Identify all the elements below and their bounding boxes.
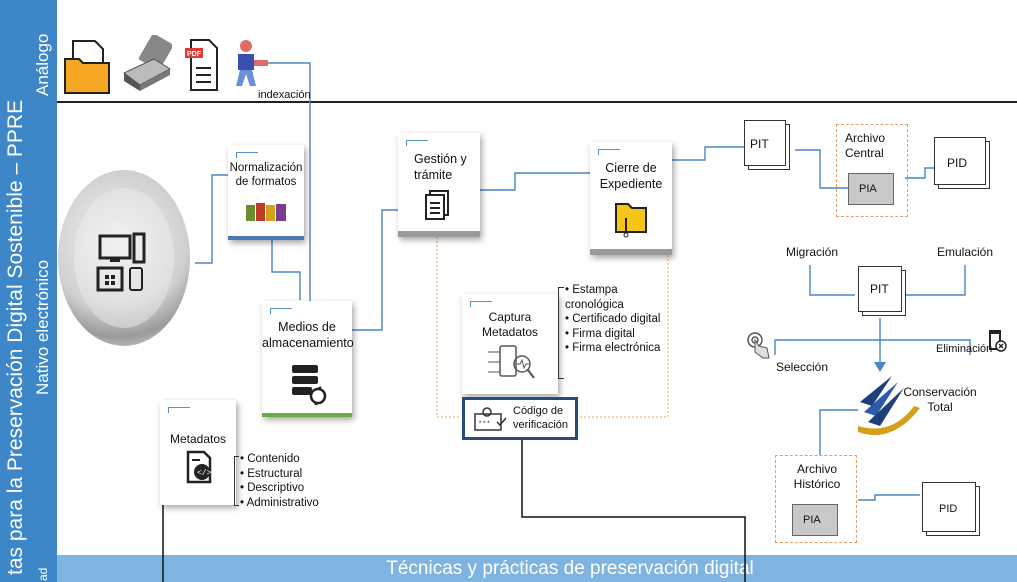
svg-text:***: ***: [478, 421, 491, 429]
pdf-icon: PDF: [183, 38, 219, 93]
pid-label: PID: [947, 156, 968, 170]
pia-label-central: PIA: [859, 183, 877, 195]
bottom-bar-title: Técnicas y prácticas de preservación dig…: [386, 558, 754, 579]
pit-doc: PIT: [744, 120, 786, 166]
management-card: Gestión y trámite: [398, 133, 480, 237]
metadata-label: Metadatos: [169, 432, 227, 446]
indexing-label: indexación: [258, 89, 311, 101]
storage-label: Medios de almacenamiento: [262, 320, 354, 350]
svg-text:</>: </>: [197, 469, 212, 478]
person-indexing-icon: [232, 38, 272, 90]
pia-doc-central: PIA: [848, 173, 894, 205]
pit-doc-2: PIT: [858, 266, 902, 312]
conservation-label: Conservación Total: [903, 385, 977, 414]
metadata-item-3: • Administrativo: [240, 496, 319, 509]
metadata-item-2: • Descriptivo: [240, 482, 305, 494]
side-band: [0, 0, 57, 582]
closure-card: Cierre de Expediente: [590, 142, 672, 255]
migration-label: Migración: [786, 245, 839, 259]
verification-code-box: *** Código de verificación: [462, 397, 578, 440]
documents-icon: [425, 190, 449, 220]
historic-archive-label: Archivo Histórico: [793, 462, 841, 491]
pit-label-2: PIT: [870, 282, 889, 296]
bottom-bar: [57, 555, 1017, 582]
selection-label: Selección: [776, 360, 829, 374]
trash-icon: [989, 330, 1007, 352]
lock-screen-icon: ***: [474, 407, 507, 431]
folder-icon: [63, 37, 111, 95]
pia-doc-historic: PIA: [792, 504, 838, 536]
verification-code-label: Código de verificación: [513, 405, 569, 431]
capture-item-1: • Certificado digital: [565, 313, 661, 325]
code-document-icon: </>: [186, 450, 212, 484]
pit-label: PIT: [750, 137, 769, 151]
pid-label-2: PID: [939, 503, 958, 515]
pid-doc: PID: [934, 137, 986, 185]
conservation-logo-icon: [858, 376, 920, 435]
storage-card: Medios de almacenamiento: [262, 301, 354, 417]
central-archive-label: Archivo Central: [845, 131, 886, 160]
capture-list: • Estampa cronológica • Certificado digi…: [558, 283, 661, 379]
capture-item-2: • Firma digital: [565, 327, 635, 340]
emulation-label: Emulación: [937, 245, 994, 259]
elimination-label: Eliminación: [936, 343, 993, 355]
normalization-card: Normalización de formatos: [228, 145, 304, 240]
capture-label: Captura Metadatos: [481, 310, 539, 339]
historic-archive-box: Archivo Histórico PIA: [775, 455, 857, 543]
closed-folder-icon: [615, 203, 647, 238]
scanner-icon: [120, 33, 174, 93]
central-archive-box: Archivo Central PIA: [836, 124, 908, 217]
metadata-card: Metadatos </>: [160, 400, 236, 505]
capture-item-0: • Estampa cronológica: [565, 284, 624, 311]
normalization-label: Normalización de formatos: [229, 162, 303, 188]
pia-label-historic: PIA: [803, 514, 821, 526]
metadata-item-1: • Estructural: [240, 467, 303, 480]
management-label: Gestión y trámite: [414, 152, 467, 182]
computer-icon: [96, 232, 146, 292]
metadata-list: • Contenido • Estructural • Descriptivo …: [234, 452, 319, 510]
device-circle: [58, 170, 190, 346]
format-books-icon: [246, 203, 286, 221]
svg-text:PDF: PDF: [187, 51, 202, 58]
pid-doc-2: PID: [922, 482, 976, 532]
touch-hand-icon: [747, 332, 770, 359]
closure-label: Cierre de Expediente: [599, 161, 663, 191]
capture-item-3: • Firma electrónica: [565, 342, 661, 354]
metadata-item-0: • Contenido: [240, 453, 300, 465]
metadata-capture-icon: [488, 345, 535, 379]
server-icon: [292, 365, 327, 405]
analog-separator: [57, 101, 1017, 103]
capture-card: Captura Metadatos: [462, 294, 558, 394]
